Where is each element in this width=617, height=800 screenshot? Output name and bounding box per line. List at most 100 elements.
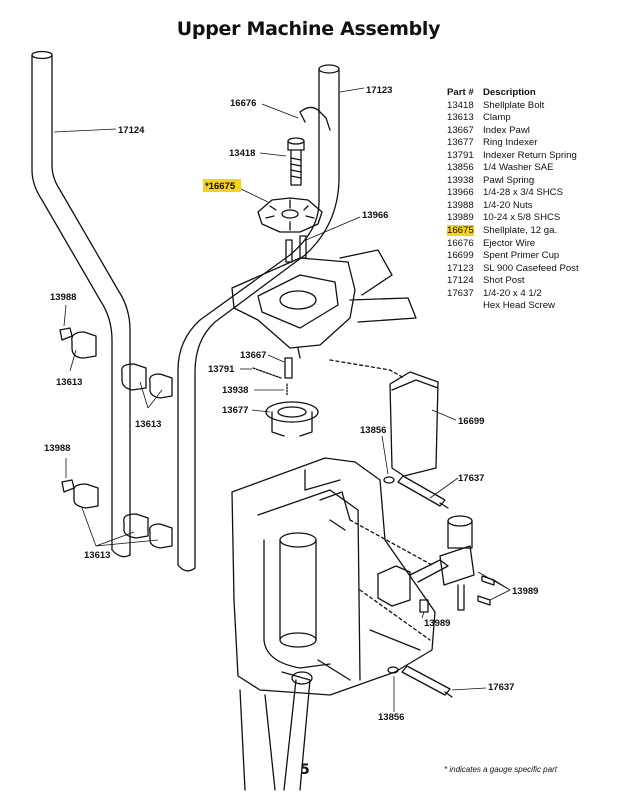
casefeed-bracket [439,515,475,611]
callout-16676: 16676 [230,98,256,109]
table-row: 13418 Shellplate Bolt [447,100,579,113]
page-title: Upper Machine Assembly [176,18,441,40]
mount-bracket [377,559,449,607]
parts-table-header: Part # Description [447,87,579,100]
callout-17637-b: 17637 [488,682,514,693]
screw-17637-b [401,665,453,698]
part-number-cell: 16676 [447,237,474,249]
callout-13988-b: 13988 [44,443,70,454]
description-cell: 1/4-20 x 4 1/2 [483,287,542,299]
description-header: Description [483,87,536,98]
table-row: 16699 Spent Primer Cup [447,250,579,263]
footnote: * indicates a gauge specific part [444,765,557,774]
part-number-cell: 13856 [447,162,474,174]
part-number-cell: 13418 [447,99,474,111]
description-cell: Ejector Wire [483,237,536,249]
part-number-cell: 13613 [447,112,474,124]
callout-13613-b: 13613 [135,419,161,430]
callout-17123: 17123 [366,85,392,96]
part-number-cell: 13938 [447,174,474,186]
page-number: 5 [300,762,310,778]
callout-13989-b: 13989 [424,618,450,629]
table-row: 13938 Pawl Spring [447,175,579,188]
washer-13856-b [387,666,399,674]
shellplate-bolt-13418 [287,137,305,186]
frame-casting [231,457,436,791]
table-row: 17637 1/4-20 x 4 1/2 [447,288,579,301]
washer-13856-a [383,476,395,484]
callout-13791: 13791 [208,364,235,375]
description-cell: SL 900 Casefeed Post [483,262,579,274]
callout-16675: *16675 [205,181,236,192]
part-number-cell: 17124 [447,275,474,287]
highlighted-part-number: 16675 [447,225,474,237]
clamps-13613-b [73,483,173,549]
table-row: 13613 Clamp [447,112,579,125]
callout-13613-c: 13613 [84,550,110,561]
part-number-cell: 13677 [447,137,474,149]
callouts: 17123 16676 17124 13418 *16675 13966 139… [44,85,538,723]
part-number-cell: 13667 [447,124,474,136]
callout-16699: 16699 [458,416,484,427]
description-cell: Ring Indexer [483,137,538,149]
table-row: 16676 Ejector Wire [447,238,579,251]
description-cell: 1/4-28 x 3/4 SHCS [483,187,563,199]
part-number-header: Part # [447,87,474,98]
nut-13988-b [61,479,75,493]
part-number-cell: 13989 [447,212,474,224]
description-cell: Spent Primer Cup [483,250,560,262]
spent-primer-cup-16699 [389,371,439,477]
table-row: 13791 Indexer Return Spring [447,150,579,163]
callout-13667: 13667 [240,350,266,361]
table-row: 17123 SL 900 Casefeed Post [447,263,579,276]
description-cell: Shot Post [483,275,525,287]
table-row: 13677 Ring Indexer [447,137,579,150]
ejector-wire-16676 [299,106,331,131]
table-row: 16675 Shellplate, 12 ga. [447,225,579,238]
callout-13677: 13677 [222,405,248,416]
table-row: Hex Head Screw [447,300,579,313]
callout-13856-a: 13856 [360,425,386,436]
screw-17637-a [397,475,449,509]
description-cell: Shellplate, 12 ga. [483,225,558,237]
nut-13988-a [59,327,73,341]
casefeed-post-17123 [177,64,340,572]
clamps-13613-a [71,331,173,399]
shot-post-17124 [31,50,131,558]
part-number-cell: 17123 [447,262,474,274]
description-cell: Indexer Return Spring [483,149,577,161]
table-row: 13966 1/4-28 x 3/4 SHCS [447,187,579,200]
index-pawl-13667 [284,357,293,379]
description-cell: Pawl Spring [483,174,535,186]
description-cell: Clamp [483,112,511,124]
description-cell: Shellplate Bolt [483,99,545,111]
part-number-cell: 16699 [447,250,474,262]
description-cell: Hex Head Screw [483,300,555,312]
callout-17124: 17124 [118,125,145,136]
callout-13966: 13966 [362,210,388,221]
callout-highlight [203,179,241,192]
callout-13418: 13418 [229,148,255,159]
part-number-cell: 13791 [447,149,474,161]
callout-13856-b: 13856 [378,712,404,723]
shellplate-16675 [257,197,323,233]
main-block [231,249,417,359]
table-row: 17124 Shot Post [447,275,579,288]
ring-indexer-13677 [265,401,319,437]
callout-13613-a: 13613 [56,377,82,388]
return-spring-13791 [252,367,282,379]
part-number-cell [447,300,483,313]
callout-13988-a: 13988 [50,292,76,303]
callout-13989-a: 13989 [512,586,538,597]
part-number-cell: 13966 [447,187,474,199]
part-number-cell: 16675 [447,225,483,238]
part-number-cell: 13988 [447,199,474,211]
part-number-cell: 17637 [447,287,474,299]
callout-13938: 13938 [222,385,248,396]
